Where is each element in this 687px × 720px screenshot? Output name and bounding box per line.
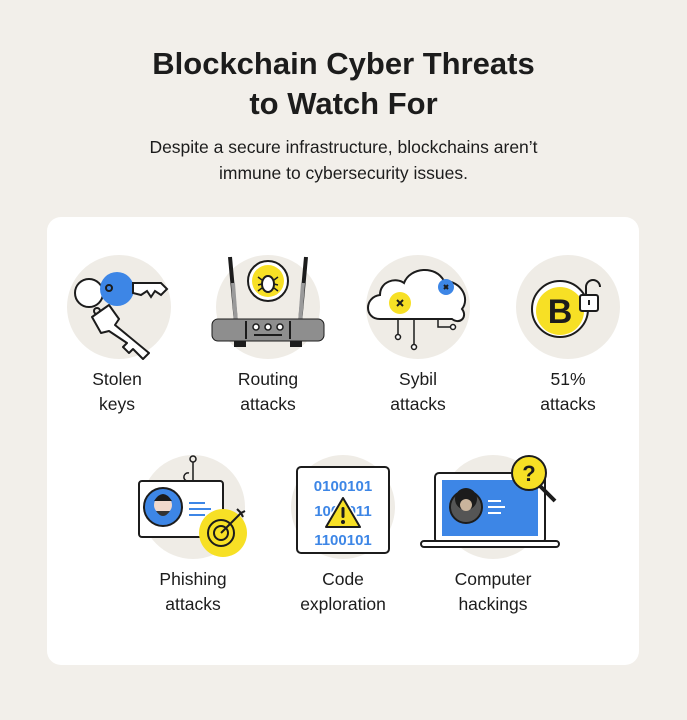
title-line-1: Blockchain Cyber Threats	[152, 46, 535, 81]
subtitle-line-1: Despite a secure infrastructure, blockch…	[149, 137, 538, 157]
code-line: 1100101	[314, 532, 372, 549]
cloud-icon	[366, 255, 470, 359]
threat-label: 51%attacks	[540, 369, 596, 414]
bitcoin-lock-icon: B	[516, 255, 620, 359]
code-line: 0100101	[314, 478, 372, 495]
phishing-id-icon	[138, 455, 247, 559]
page-title: Blockchain Cyber Threats to Watch For	[0, 44, 687, 124]
key-icon	[67, 255, 171, 360]
laptop-search-icon: ?	[420, 455, 560, 559]
router-bug-icon	[211, 255, 325, 359]
subtitle-line-2: immune to cybersecurity issues.	[219, 163, 468, 183]
page-subtitle: Despite a secure infrastructure, blockch…	[0, 134, 687, 186]
question-mark: ?	[522, 461, 535, 486]
bitcoin-symbol: B	[548, 293, 573, 331]
title-line-2: to Watch For	[249, 86, 438, 121]
threat-51-percent-attacks: B 51%attacks	[493, 253, 643, 417]
